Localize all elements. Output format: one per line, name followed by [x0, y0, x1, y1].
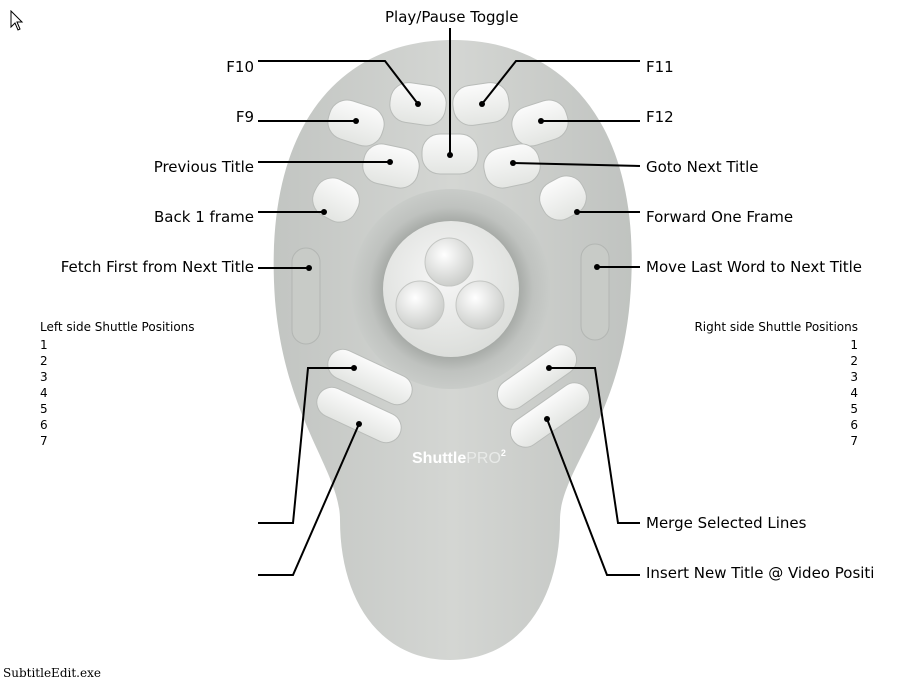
right-shuttle-positions: 1234567	[850, 337, 858, 449]
right-shuttle-position: 5	[850, 401, 858, 417]
mouse-pointer-icon	[10, 10, 24, 32]
label-insert-title: Insert New Title @ Video Positi	[646, 564, 874, 582]
right-shuttle-position: 2	[850, 353, 858, 369]
left-shuttle-position: 4	[40, 385, 48, 401]
side-button-left	[292, 248, 320, 344]
right-shuttle-position: 1	[850, 337, 858, 353]
left-shuttle-position: 7	[40, 433, 48, 449]
brand-suffix: PRO	[466, 450, 501, 467]
left-shuttle-position: 6	[40, 417, 48, 433]
brand-logo: ShuttlePRO2	[412, 448, 506, 467]
right-shuttle-position: 4	[850, 385, 858, 401]
brand-superscript: 2	[501, 448, 506, 458]
right-shuttle-heading: Right side Shuttle Positions	[694, 319, 858, 335]
footer-exe-name: SubtitleEdit.exe	[3, 666, 101, 680]
left-shuttle-position: 3	[40, 369, 48, 385]
label-f12: F12	[646, 108, 674, 126]
label-merge-lines: Merge Selected Lines	[646, 514, 806, 532]
label-f10: F10	[226, 58, 254, 76]
brand-name: Shuttle	[412, 450, 466, 467]
left-shuttle-heading: Left side Shuttle Positions	[40, 319, 195, 335]
label-previous-title: Previous Title	[154, 158, 254, 176]
left-shuttle-position: 2	[40, 353, 48, 369]
left-shuttle-position: 1	[40, 337, 48, 353]
left-shuttle-position: 5	[40, 401, 48, 417]
label-play-pause: Play/Pause Toggle	[385, 8, 518, 26]
left-shuttle-positions: 1234567	[40, 337, 48, 449]
right-shuttle-position: 7	[850, 433, 858, 449]
label-f9: F9	[236, 108, 254, 126]
label-forward-frame: Forward One Frame	[646, 208, 793, 226]
label-fetch-first: Fetch First from Next Title	[61, 258, 254, 276]
side-button-right	[581, 244, 609, 340]
label-f11: F11	[646, 58, 674, 76]
right-shuttle-position: 6	[850, 417, 858, 433]
label-move-last-word: Move Last Word to Next Title	[646, 258, 862, 276]
label-goto-next: Goto Next Title	[646, 158, 759, 176]
label-back-frame: Back 1 frame	[154, 208, 254, 226]
right-shuttle-position: 3	[850, 369, 858, 385]
